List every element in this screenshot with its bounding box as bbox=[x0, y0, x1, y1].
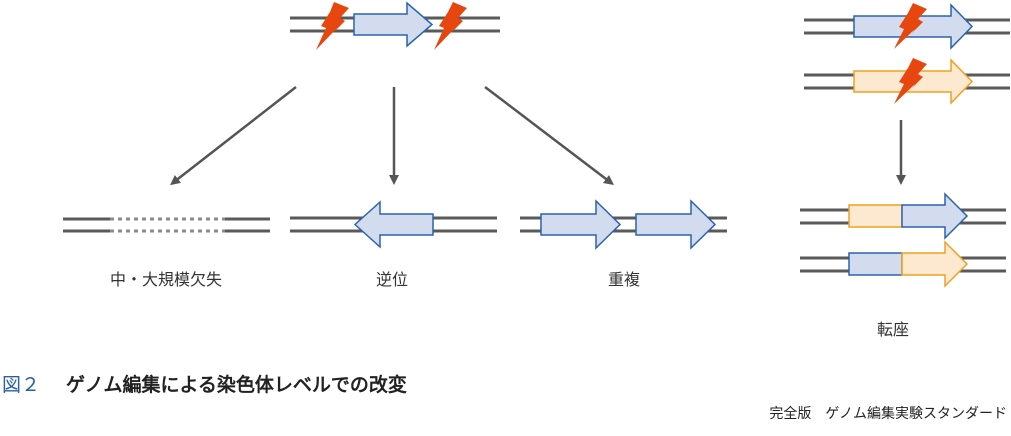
gene-arrow bbox=[353, 1, 434, 48]
inversion-chromosome bbox=[290, 200, 497, 249]
translocated-segment-blue bbox=[848, 252, 903, 276]
lightning-icon-cut-b bbox=[894, 58, 927, 104]
label-deletion: 中・大規模欠失 bbox=[109, 270, 223, 289]
translocated-segment-orange-arrow bbox=[901, 240, 969, 288]
inverted-gene-arrow bbox=[353, 200, 434, 249]
translocated-segment-orange bbox=[848, 204, 903, 228]
arrow-to-deletion bbox=[170, 86, 297, 186]
source-chromosome bbox=[290, 1, 500, 50]
lightning-icon-cut-left bbox=[316, 2, 349, 50]
translocated-segment-blue-arrow bbox=[901, 192, 969, 240]
figure-caption: 図２ ゲノム編集による染色体レベルでの改変 bbox=[2, 370, 407, 397]
label-translocation: 転座 bbox=[876, 320, 910, 339]
duplication-chromosome bbox=[520, 199, 727, 250]
figure-title: ゲノム編集による染色体レベルでの改変 bbox=[66, 374, 407, 396]
label-inversion: 逆位 bbox=[375, 270, 409, 289]
deletion-chromosome bbox=[63, 217, 270, 233]
figure-number: 図２ bbox=[2, 374, 41, 396]
translocation-after bbox=[800, 192, 1006, 288]
lightning-icon-cut-right bbox=[434, 2, 467, 50]
book-credit: 完全版 ゲノム編集実験スタンダード bbox=[769, 406, 1007, 422]
arrow-to-duplication bbox=[484, 86, 614, 186]
gene-arrow-copy-2 bbox=[635, 199, 717, 250]
label-duplication: 重複 bbox=[607, 270, 641, 289]
lightning-icon-cut-a bbox=[894, 3, 927, 49]
gene-arrow-copy-1 bbox=[540, 199, 622, 250]
translocation-before bbox=[804, 3, 1010, 105]
